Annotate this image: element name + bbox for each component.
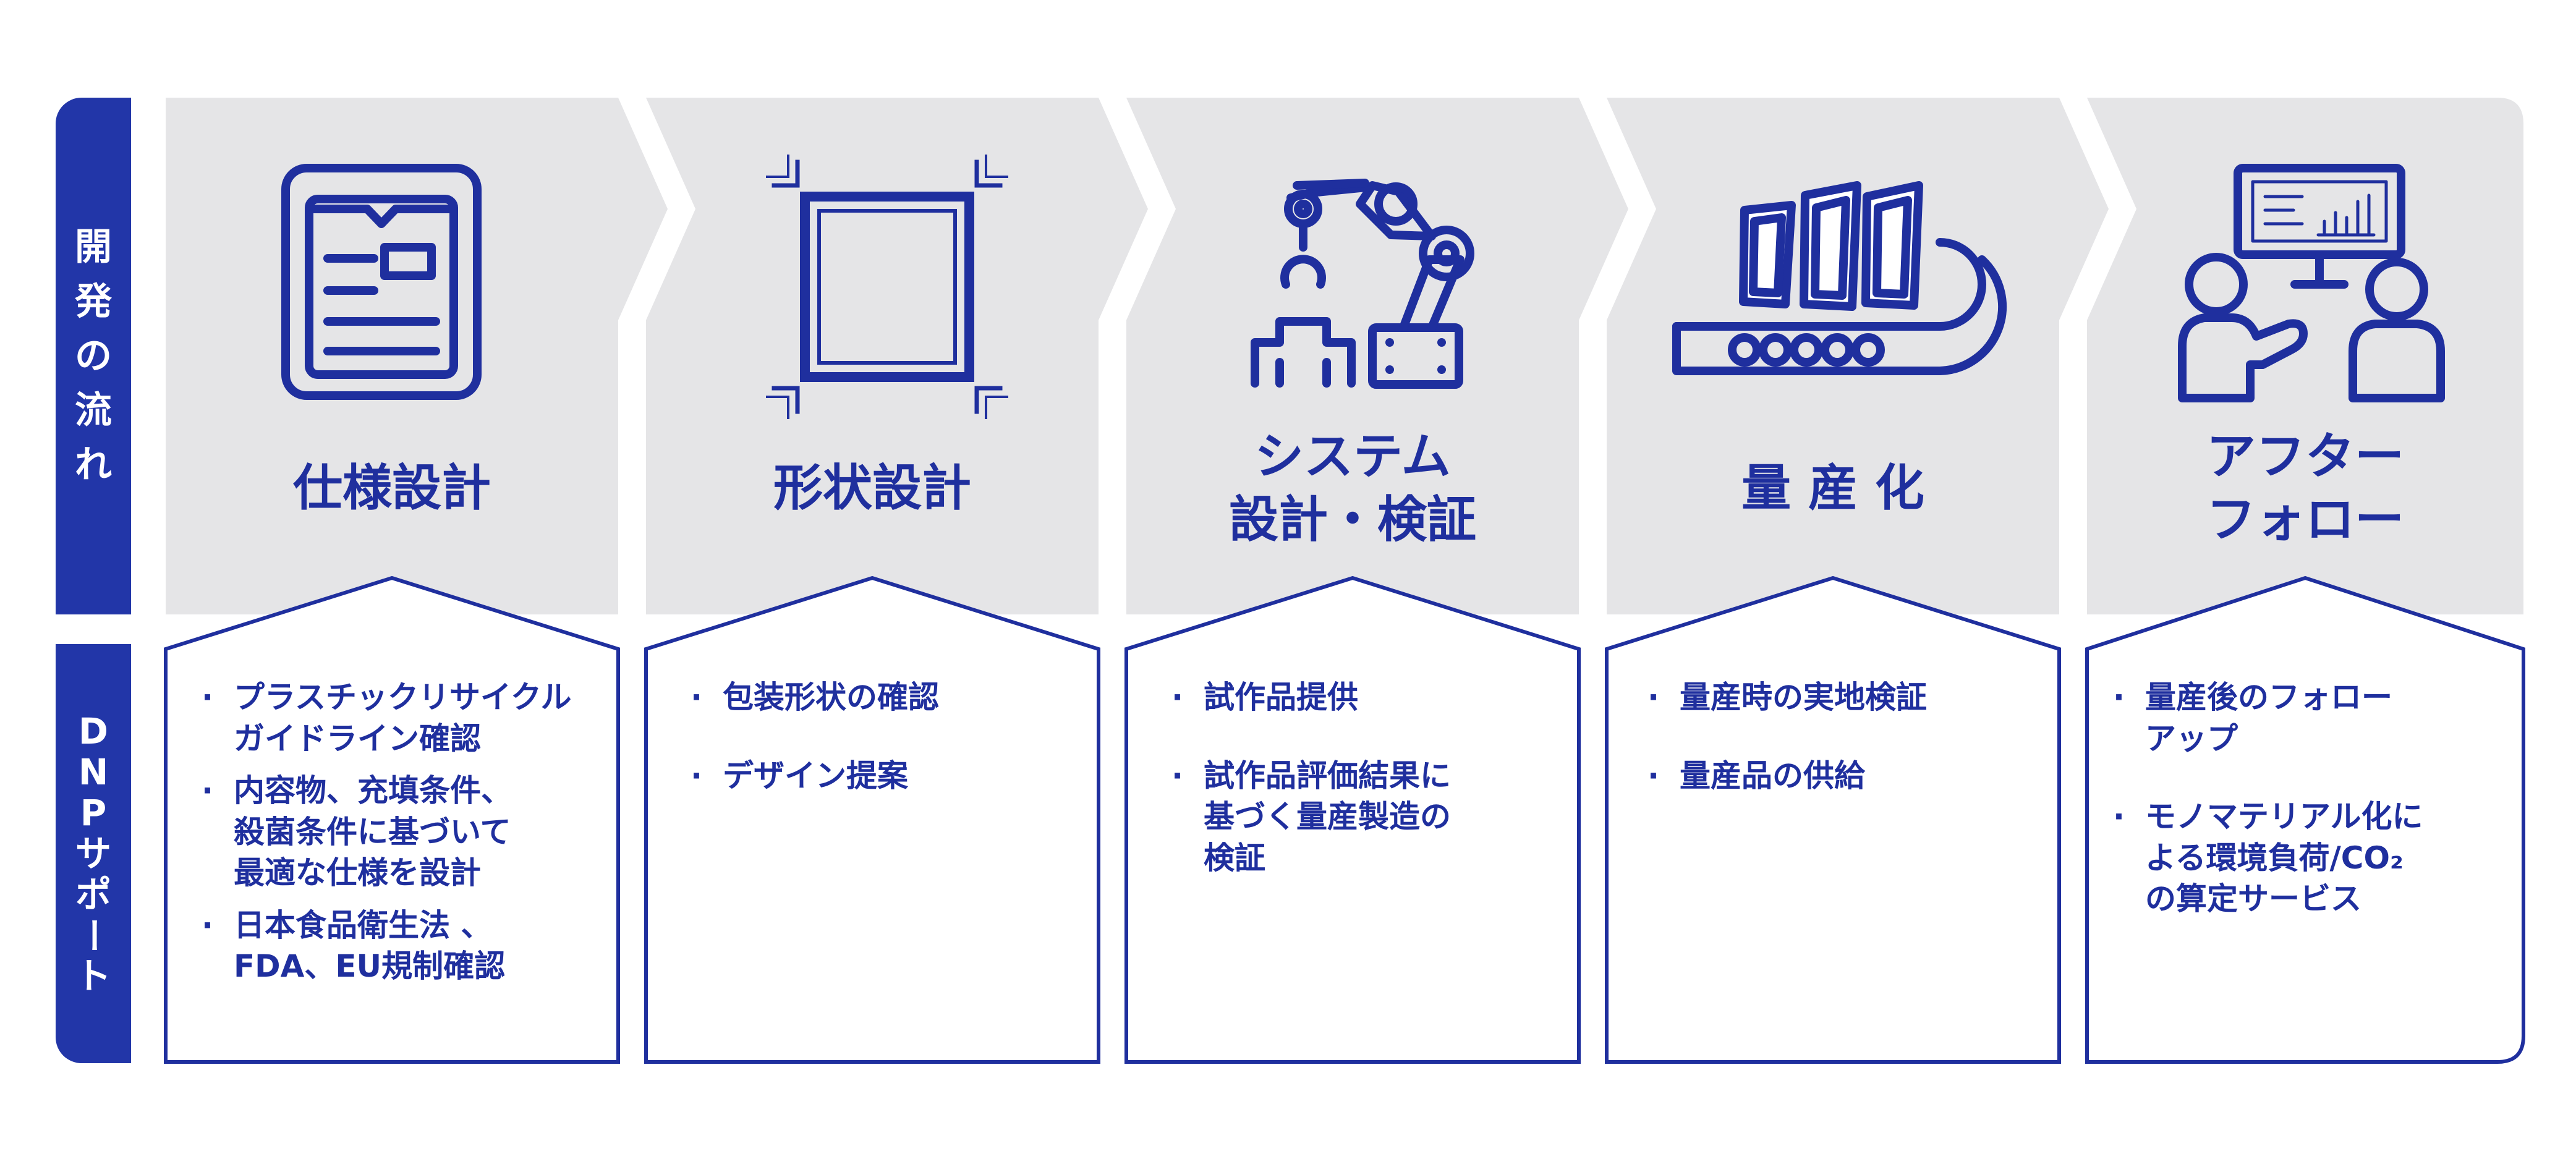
support-item: 量産時の実地検証	[1647, 677, 2043, 718]
frame-icon	[766, 155, 1008, 419]
support-label-char: D	[78, 710, 109, 752]
stage-chevron-5	[2087, 98, 2523, 614]
support-list-mass-production: 量産時の実地検証 量産品の供給	[1647, 677, 2043, 833]
support-item: 日本食品衛生法 、 FDA、EU規制確認	[202, 905, 597, 987]
presentation-icon	[2178, 164, 2445, 402]
support-label-char: P	[80, 792, 107, 834]
stage-chevron-3	[1126, 98, 1628, 614]
flow-label-char: の	[75, 334, 112, 378]
support-item: 試作品評価結果に 基づく量産製造の 検証	[1171, 755, 1567, 879]
support-list-after-follow: 量産後のフォロー アップ モノマテリアル化に よる環境負荷/CO₂ の算定サービ…	[2113, 677, 2509, 957]
support-item: 包装形状の確認	[691, 677, 1086, 718]
support-item: 試作品提供	[1171, 677, 1567, 718]
support-list-spec-design: プラスチックリサイクル ガイドライン確認 内容物、充填条件、 殺菌条件に基づいて…	[202, 677, 597, 1024]
support-label-char: ト	[75, 955, 111, 997]
support-label-char: サ	[75, 833, 111, 875]
flow-label-char: 開	[75, 226, 112, 269]
stage-chevron-1	[166, 98, 668, 614]
support-item: モノマテリアル化に よる環境負荷/CO₂ の算定サービス	[2113, 796, 2509, 920]
robot-arm-icon	[1251, 179, 1474, 389]
stage-title-system-design: システム 設計・検証	[1229, 427, 1476, 548]
conveyor-icon	[1672, 181, 2007, 375]
stage-title-after-follow: アフター フォロー	[2206, 427, 2404, 548]
flow-label-char: 発	[75, 280, 112, 323]
flow-label-char: れ	[75, 443, 112, 486]
support-list-shape-design: 包装形状の確認 デザイン提案	[691, 677, 1086, 833]
stage-title-shape-design: 形状設計	[773, 459, 971, 517]
support-item: 量産品の供給	[1647, 755, 2043, 797]
stage-chevron-2	[646, 98, 1148, 614]
support-label-char: N	[78, 751, 109, 793]
support-item: デザイン提案	[691, 755, 1086, 797]
support-label-char: ー	[72, 917, 114, 954]
document-icon	[281, 164, 482, 400]
support-item: 内容物、充填条件、 殺菌条件に基づいて 最適な仕様を設計	[202, 770, 597, 894]
support-item: 量産後のフォロー アップ	[2113, 677, 2509, 759]
stage-title-mass-production: 量 産 化	[1741, 459, 1924, 517]
flow-side-label: 開 発 の 流 れ	[56, 98, 131, 614]
support-side-label: D N P サ ポ ー ト	[56, 644, 131, 1063]
support-list-system-design: 試作品提供 試作品評価結果に 基づく量産製造の 検証	[1171, 677, 1567, 915]
support-label-char: ポ	[75, 873, 111, 915]
support-item: プラスチックリサイクル ガイドライン確認	[202, 677, 597, 759]
flow-label-char: 流	[75, 389, 112, 432]
stage-title-spec-design: 仕様設計	[293, 459, 491, 517]
